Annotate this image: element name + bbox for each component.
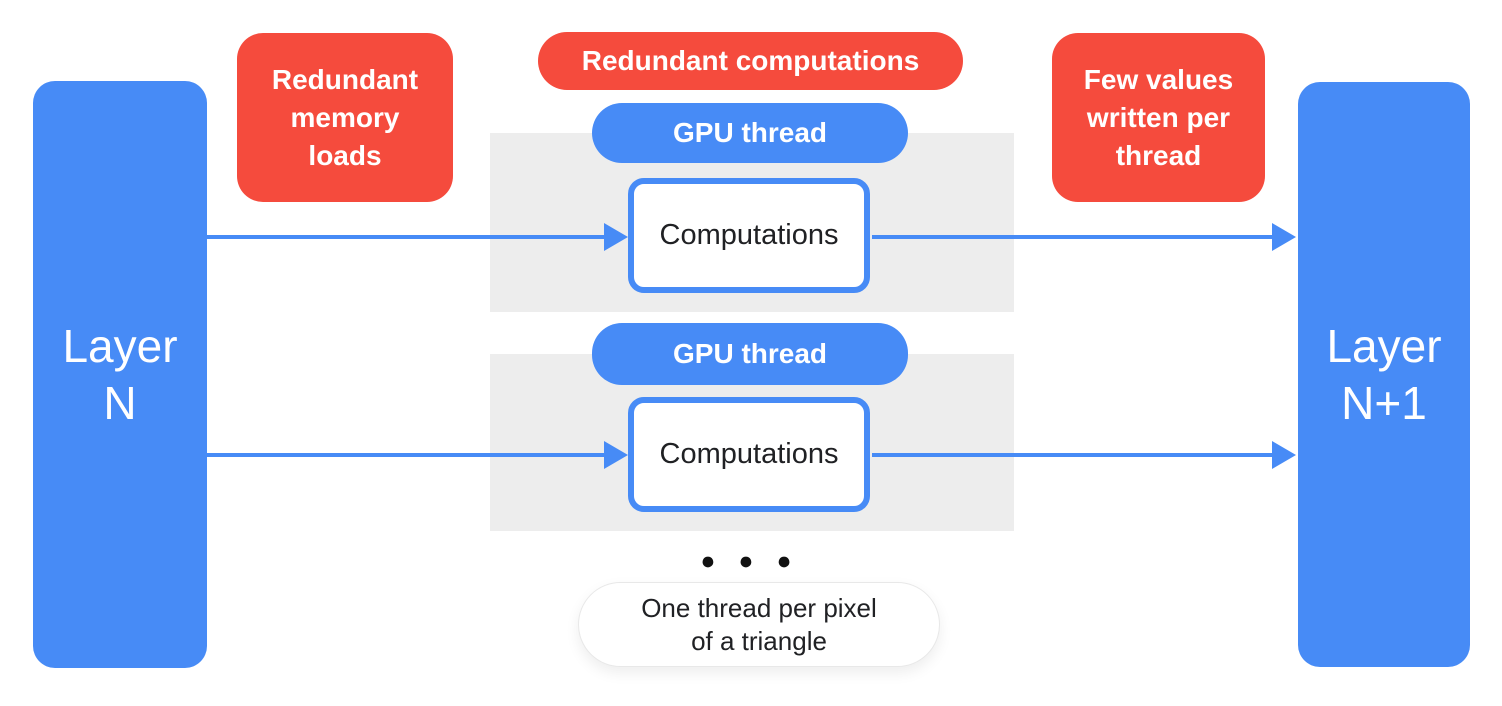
computations-box-2: Computations: [628, 397, 870, 512]
footnote-line2: of a triangle: [691, 625, 827, 656]
layer-n-label-line2: N: [103, 376, 137, 429]
gpu-thread-pill-1: GPU thread: [592, 103, 908, 163]
footnote-line1: One thread per pixel: [641, 592, 877, 623]
layer-n1-label-line1: Layer: [1326, 319, 1442, 372]
layer-n-plus-1-box: Layer N+1: [1298, 82, 1470, 667]
footnote-pill: One thread per pixel of a triangle: [578, 582, 940, 667]
arrow-line: [872, 235, 1274, 239]
layer-n-label-line1: Layer: [62, 319, 178, 372]
layer-n-box: Layer N: [33, 81, 207, 668]
ellipsis-icon: ● ● ●: [700, 547, 800, 575]
callout-redundant-computations: Redundant computations: [538, 32, 963, 90]
arrowhead-icon: [1272, 441, 1296, 469]
gpu-thread-pill-2: GPU thread: [592, 323, 908, 385]
arrow-line: [207, 235, 606, 239]
arrowhead-icon: [604, 441, 628, 469]
arrowhead-icon: [604, 223, 628, 251]
arrowhead-icon: [1272, 223, 1296, 251]
arrow-line: [207, 453, 606, 457]
callout-redundant-memory-loads: Redundant memory loads: [237, 33, 453, 202]
arrow-line: [872, 453, 1274, 457]
layer-n1-label-line2: N+1: [1341, 376, 1427, 429]
computations-box-1: Computations: [628, 178, 870, 293]
callout-few-values-written: Few values written per thread: [1052, 33, 1265, 202]
